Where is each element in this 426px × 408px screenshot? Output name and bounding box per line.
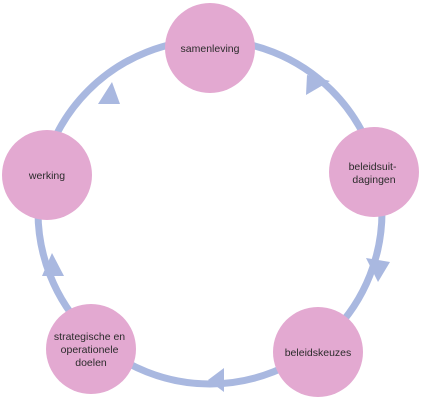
node-circle	[329, 127, 419, 217]
node-label-line: samenleving	[181, 43, 240, 55]
arrow-beleidsuitdagingen-to-beleidskeuzes	[366, 258, 390, 282]
node-circle	[2, 130, 92, 220]
node-label: samenleving	[181, 43, 240, 55]
node-label-line: strategische en	[54, 331, 125, 343]
node-label: strategische en operationele doelen	[54, 331, 128, 369]
arrow-head	[306, 75, 330, 95]
arrow-head	[208, 368, 224, 392]
node-beleidskeuzes: beleidskeuzes	[273, 307, 363, 397]
node-label-line: doelen	[75, 357, 107, 369]
node-label-line: beleidskeuzes	[285, 347, 352, 359]
node-circle	[273, 307, 363, 397]
arrow-head	[42, 253, 64, 276]
node-circle	[46, 304, 136, 394]
node-label-line: werking	[28, 170, 65, 182]
node-werking: werking	[2, 130, 92, 220]
node-label: beleidsuit- dagingen	[349, 161, 400, 186]
node-label: werking	[28, 170, 65, 182]
arrow-head	[366, 258, 390, 282]
node-strategische-operationele-doelen: strategische en operationele doelen	[46, 304, 136, 394]
node-samenleving: samenleving	[165, 3, 255, 93]
node-circle	[165, 3, 255, 93]
arrow-samenleving-to-beleidsuitdagingen	[306, 75, 330, 95]
node-label: beleidskeuzes	[285, 347, 352, 359]
arrow-doelen-to-werking	[42, 253, 64, 276]
arrow-head	[98, 82, 120, 104]
arrow-beleidskeuzes-to-doelen	[208, 368, 224, 392]
node-label-line: dagingen	[352, 174, 395, 186]
node-label-line: beleidsuit-	[349, 161, 397, 173]
node-beleidsuitdagingen: beleidsuit- dagingen	[329, 127, 419, 217]
node-label-line: operationele	[61, 344, 119, 356]
arrow-werking-to-samenleving	[98, 82, 120, 104]
